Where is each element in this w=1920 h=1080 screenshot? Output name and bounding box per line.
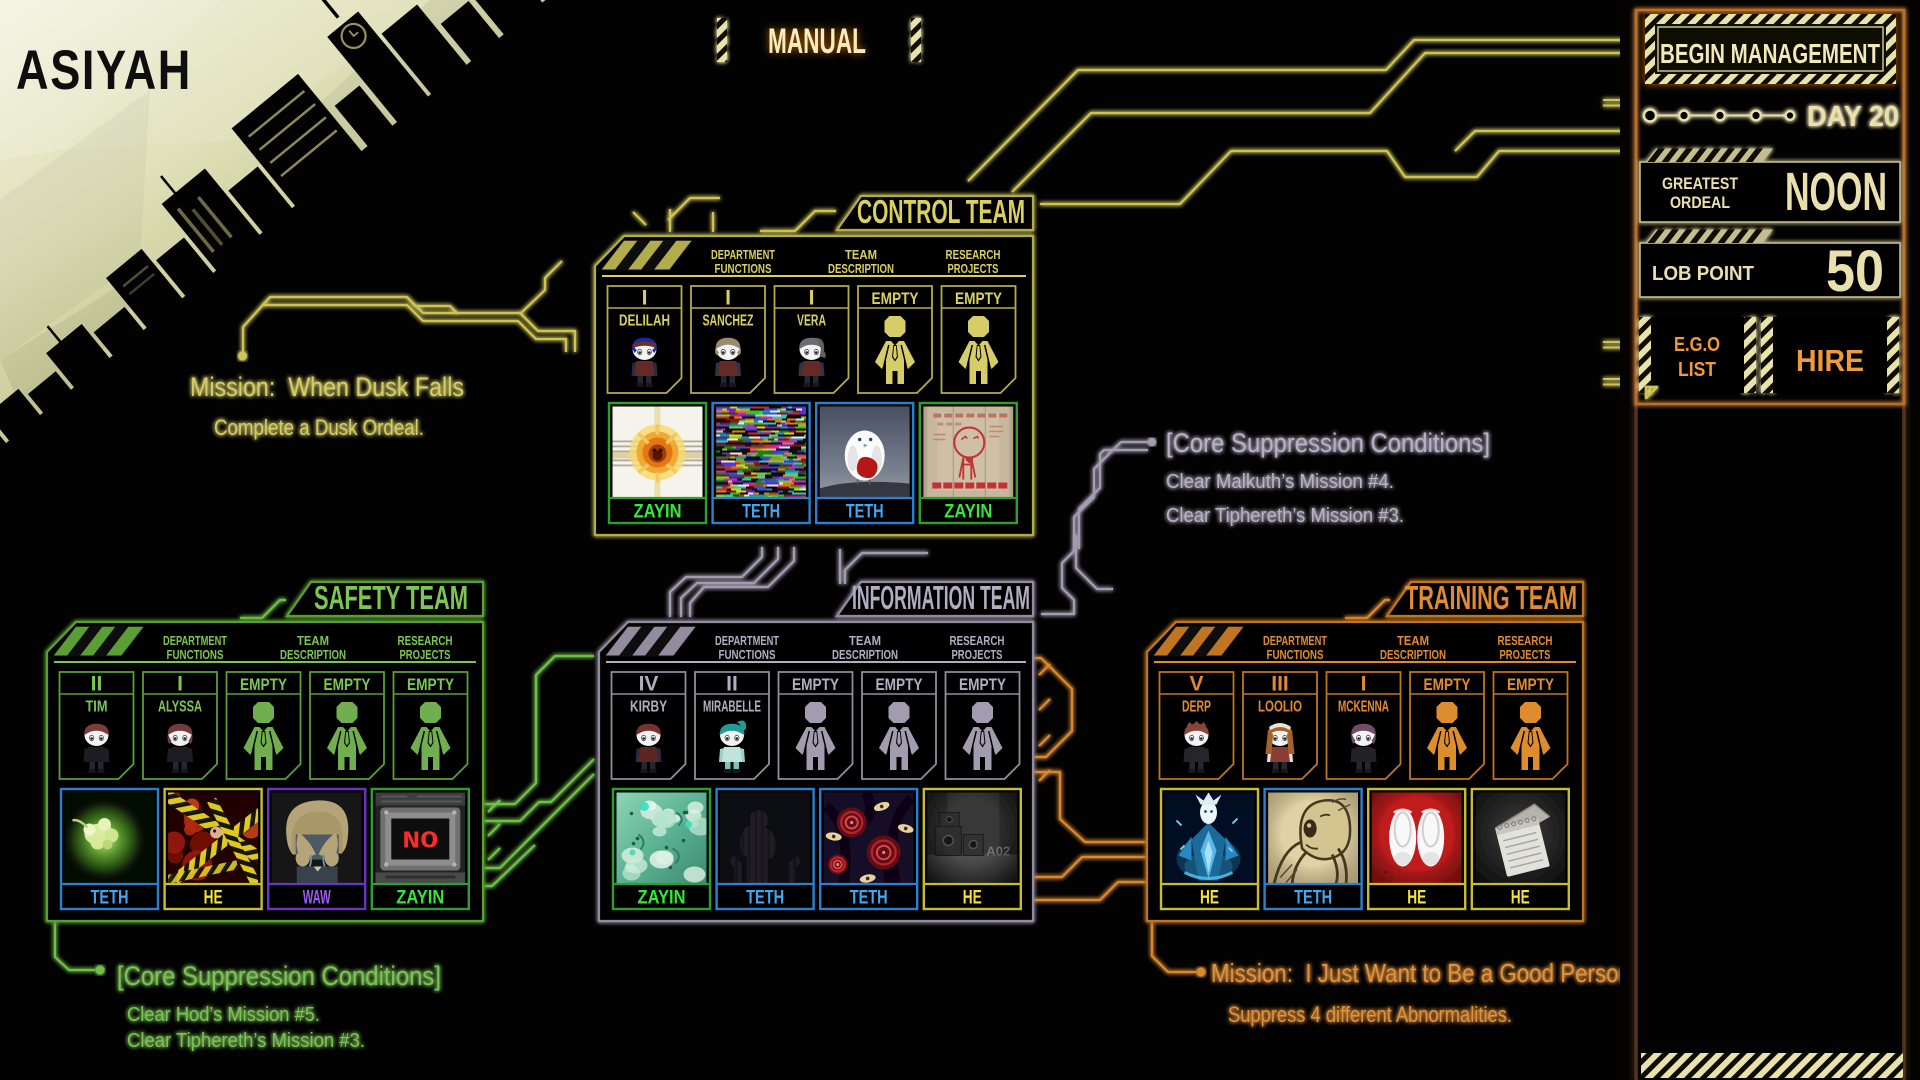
svg-text:TETH: TETH (742, 501, 780, 523)
svg-text:WAW: WAW (303, 887, 331, 909)
svg-text:MANUAL: MANUAL (768, 22, 866, 61)
svg-text:PROJECTS: PROJECTS (1500, 648, 1551, 662)
svg-text:II: II (91, 673, 103, 696)
svg-text:HE: HE (204, 887, 223, 909)
svg-text:RESEARCH: RESEARCH (1498, 634, 1553, 648)
svg-text:TETH: TETH (746, 887, 784, 909)
svg-text:EMPTY: EMPTY (876, 675, 924, 694)
svg-text:RESEARCH: RESEARCH (398, 634, 453, 648)
svg-text:FUNCTIONS: FUNCTIONS (167, 648, 224, 662)
svg-text:SANCHEZ: SANCHEZ (703, 313, 754, 330)
svg-text:EMPTY: EMPTY (240, 675, 288, 694)
svg-text:DESCRIPTION: DESCRIPTION (828, 262, 894, 276)
svg-text:ZAYIN: ZAYIN (396, 887, 444, 909)
svg-text:DESCRIPTION: DESCRIPTION (280, 648, 346, 662)
svg-text:ALYSSA: ALYSSA (158, 699, 202, 716)
svg-text:TEAM: TEAM (1397, 634, 1429, 648)
svg-text:PROJECTS: PROJECTS (400, 648, 451, 662)
svg-text:KIRBY: KIRBY (630, 699, 667, 716)
svg-text:DESCRIPTION: DESCRIPTION (1380, 648, 1446, 662)
svg-text:II: II (726, 673, 738, 696)
svg-text:HE: HE (1407, 887, 1426, 909)
svg-text:PROJECTS: PROJECTS (952, 648, 1003, 662)
svg-text:HIRE: HIRE (1796, 343, 1864, 378)
svg-text:E.G.O: E.G.O (1674, 334, 1720, 356)
svg-text:DESCRIPTION: DESCRIPTION (832, 648, 898, 662)
svg-text:FUNCTIONS: FUNCTIONS (1267, 648, 1324, 662)
svg-text:SAFETY TEAM: SAFETY TEAM (314, 579, 468, 616)
svg-text:DEPARTMENT: DEPARTMENT (163, 634, 227, 648)
svg-text:NO: NO (402, 829, 438, 856)
svg-text:Suppress 4 different Abnormali: Suppress 4 different Abnormalities. (1228, 1002, 1512, 1027)
svg-text:EMPTY: EMPTY (324, 675, 372, 694)
svg-text:FUNCTIONS: FUNCTIONS (715, 262, 772, 276)
svg-text:Mission: When Dusk Falls: Mission: When Dusk Falls (190, 372, 464, 402)
svg-text:BEGIN MANAGEMENT: BEGIN MANAGEMENT (1660, 38, 1880, 69)
svg-text:HE: HE (1511, 887, 1530, 909)
svg-text:ZAYIN: ZAYIN (638, 887, 686, 909)
svg-text:ASIYAH: ASIYAH (16, 38, 192, 101)
svg-text:MCKENNA: MCKENNA (1338, 699, 1389, 716)
svg-text:DEPARTMENT: DEPARTMENT (715, 634, 779, 648)
svg-text:I: I (809, 287, 815, 310)
svg-text:NOON: NOON (1785, 162, 1887, 222)
svg-text:FUNCTIONS: FUNCTIONS (719, 648, 776, 662)
svg-text:EMPTY: EMPTY (1507, 675, 1555, 694)
svg-text:TEAM: TEAM (849, 634, 881, 648)
svg-text:TETH: TETH (91, 887, 129, 909)
svg-text:III: III (1271, 673, 1289, 696)
svg-text:HE: HE (1200, 887, 1219, 909)
svg-text:EMPTY: EMPTY (872, 289, 920, 308)
svg-text:[Core Suppression Conditions]: [Core Suppression Conditions] (1166, 428, 1490, 458)
svg-text:EMPTY: EMPTY (1424, 675, 1472, 694)
svg-text:TRAINING TEAM: TRAINING TEAM (1405, 579, 1577, 616)
svg-text:Clear Tiphereth’s Mission #3.: Clear Tiphereth’s Mission #3. (127, 1030, 365, 1052)
svg-text:50: 50 (1826, 239, 1884, 304)
svg-text:CONTROL TEAM: CONTROL TEAM (857, 193, 1025, 230)
svg-text:PROJECTS: PROJECTS (948, 262, 999, 276)
svg-text:I: I (177, 673, 183, 696)
svg-text:RESEARCH: RESEARCH (950, 634, 1005, 648)
svg-text:ZAYIN: ZAYIN (944, 501, 992, 523)
svg-text:TEAM: TEAM (297, 634, 329, 648)
svg-text:I: I (725, 287, 731, 310)
svg-text:Mission: I Just Want to Be a: Mission: I Just Want to Be a Good Person (1211, 958, 1631, 988)
svg-text:INFORMATION TEAM: INFORMATION TEAM (852, 579, 1030, 616)
svg-text:DAY 20: DAY 20 (1807, 101, 1899, 133)
svg-text:DERP: DERP (1182, 699, 1211, 716)
svg-text:GREATEST: GREATEST (1662, 174, 1739, 193)
svg-text:HE: HE (963, 887, 982, 909)
svg-text:EMPTY: EMPTY (792, 675, 840, 694)
svg-text:Clear Malkuth’s Mission #4.: Clear Malkuth’s Mission #4. (1166, 471, 1394, 493)
svg-text:EMPTY: EMPTY (959, 675, 1007, 694)
svg-text:TEAM: TEAM (845, 248, 877, 262)
svg-text:Complete a Dusk Ordeal.: Complete a Dusk Ordeal. (214, 415, 424, 440)
svg-text:EMPTY: EMPTY (955, 289, 1003, 308)
svg-text:LOB POINT: LOB POINT (1652, 263, 1754, 285)
svg-text:DELILAH: DELILAH (619, 313, 670, 330)
svg-text:TETH: TETH (850, 887, 888, 909)
svg-text:VERA: VERA (797, 313, 826, 330)
svg-text:DEPARTMENT: DEPARTMENT (1263, 634, 1327, 648)
svg-text:IV: IV (639, 673, 659, 696)
svg-text:MIRABELLE: MIRABELLE (703, 699, 761, 716)
svg-text:EMPTY: EMPTY (407, 675, 455, 694)
svg-text:RESEARCH: RESEARCH (946, 248, 1001, 262)
svg-text:Clear Hod’s Mission #5.: Clear Hod’s Mission #5. (127, 1004, 320, 1026)
svg-text:TETH: TETH (846, 501, 884, 523)
svg-text:TETH: TETH (1294, 887, 1332, 909)
svg-text:TIM: TIM (86, 699, 108, 716)
svg-text:I: I (1361, 673, 1367, 696)
svg-text:ORDEAL: ORDEAL (1670, 193, 1730, 212)
svg-text:I: I (642, 287, 648, 310)
svg-text:[Core Suppression Conditions]: [Core Suppression Conditions] (117, 961, 441, 991)
svg-text:ZAYIN: ZAYIN (634, 501, 682, 523)
svg-text:DEPARTMENT: DEPARTMENT (711, 248, 775, 262)
svg-text:V: V (1189, 673, 1203, 696)
svg-text:LOOLIO: LOOLIO (1258, 699, 1302, 716)
svg-text:Clear Tiphereth’s Mission #3.: Clear Tiphereth’s Mission #3. (1166, 505, 1404, 527)
svg-text:LIST: LIST (1678, 359, 1716, 381)
